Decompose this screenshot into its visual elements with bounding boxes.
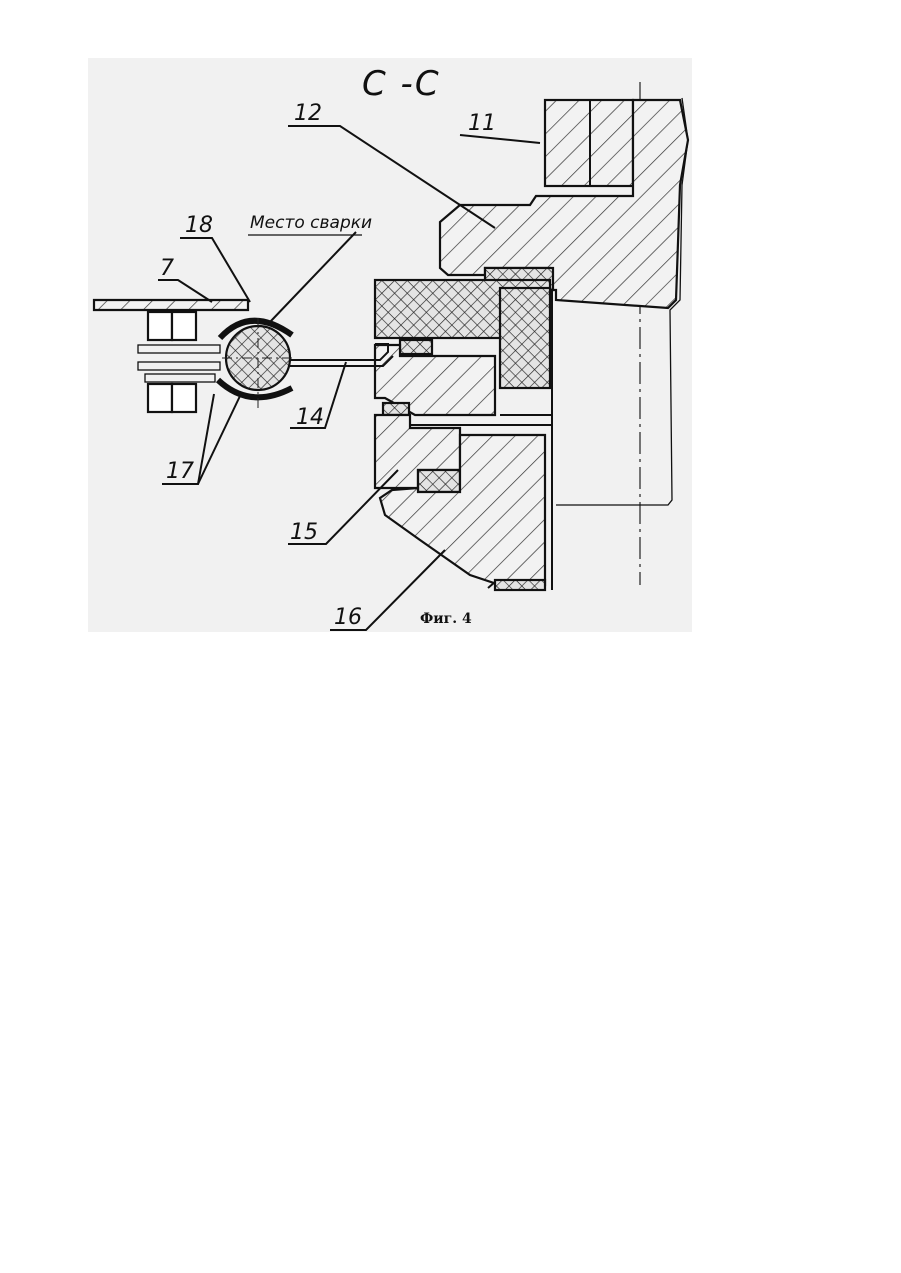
label-15: 15	[290, 520, 318, 545]
label-7: 7	[160, 256, 174, 281]
seal-bottom	[495, 580, 545, 590]
label-17: 17	[166, 459, 194, 484]
seal-left	[383, 403, 409, 415]
plate-top	[94, 300, 248, 310]
seal-small	[400, 340, 432, 354]
seal-lower	[418, 470, 460, 492]
section-title: С -С	[362, 64, 441, 104]
label-weld: Место сварки	[250, 213, 372, 233]
part-11	[545, 100, 633, 186]
label-16: 16	[334, 605, 362, 630]
label-14: 14	[296, 405, 324, 430]
label-11: 11	[468, 111, 496, 136]
label-12: 12	[294, 101, 322, 126]
figure-caption: Фиг. 4	[420, 611, 472, 627]
label-18: 18	[185, 213, 213, 238]
insert-block-lower	[500, 288, 550, 388]
